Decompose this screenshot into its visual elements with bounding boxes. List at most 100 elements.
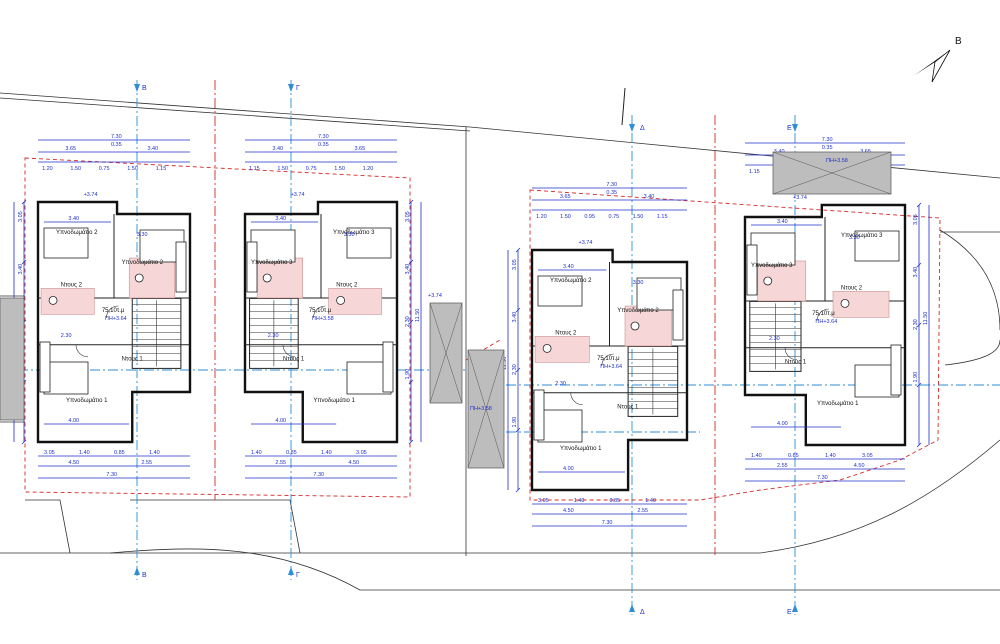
room-label: Ντους 2 (336, 282, 358, 288)
dim-label: 2.55 (777, 463, 788, 469)
dim-label: 4.00 (563, 466, 574, 472)
wardrobe-icon (533, 389, 545, 441)
dim-tick (408, 379, 414, 385)
dim-label: 3.40 (563, 264, 574, 270)
room-label: Υπνοδωμάτιο 2 (122, 259, 164, 266)
dim-tick (916, 262, 922, 268)
dim-label: 7.30 (817, 475, 828, 481)
dim-label: 1.40 (751, 453, 762, 459)
dim-label: 7.30 (606, 182, 617, 188)
level-label: ΠΗ+3.64 (815, 319, 837, 325)
wardrobe-icon (746, 244, 758, 296)
outer-wall (530, 248, 689, 492)
dim-label: 1.90 (512, 417, 518, 428)
toilet-icon (542, 343, 552, 353)
dim-tick (515, 367, 521, 373)
dim-label: 3.30 (137, 232, 148, 238)
dim-label: 1.20 (363, 166, 374, 172)
toilet-icon (840, 298, 850, 308)
dim-label: 2.30 (61, 333, 72, 339)
dim-tick (21, 439, 27, 445)
dim-label: 0.35 (822, 145, 833, 151)
level-label: +3.74 (84, 192, 98, 198)
dim-label: 3.40 (275, 216, 286, 222)
axis-label-e-top: E (787, 125, 792, 132)
dim-label: 2.30 (555, 381, 566, 387)
dim-label: 3.05 (405, 211, 411, 222)
room-label: Υπνοδωμάτιο 2 (56, 229, 98, 236)
dim-label: 2.30 (268, 333, 279, 339)
dim-tick (515, 307, 521, 313)
wardrobe-icon (382, 341, 394, 393)
wardrobe-icon (39, 341, 51, 393)
level-label: ΠΗ+3.64 (600, 364, 622, 370)
room-label: Υπνοδωμάτιο 2 (550, 277, 592, 284)
dim-label: 1.20 (42, 166, 53, 172)
room-label: Ντους 2 (555, 330, 577, 336)
dim-label: 3.30 (633, 280, 644, 286)
dim-label: 2.55 (637, 508, 648, 514)
dim-label: 1.40 (574, 498, 585, 504)
dim-label: 1.50 (70, 166, 81, 172)
wardrobe-icon (246, 241, 258, 293)
dim-label: 7.30 (318, 134, 329, 140)
dim-label: 3.05 (862, 453, 873, 459)
dim-label: 1.15 (657, 214, 668, 220)
dim-label: 7.30 (822, 137, 833, 143)
dim-label: 1.40 (149, 450, 160, 456)
door-swing (601, 353, 614, 367)
dim-label: 1.90 (405, 369, 411, 380)
bed-icon (537, 275, 583, 307)
dim-label: 7.30 (106, 472, 117, 478)
terrace-top-level: ΠΗ+3.58 (826, 158, 848, 164)
dim-label: 0.85 (286, 450, 297, 456)
north-label: B (955, 36, 962, 47)
dim-label: 11.50 (415, 309, 421, 322)
door-swing (313, 305, 326, 319)
door-swing (784, 347, 798, 361)
wardrobe-icon (890, 344, 902, 396)
dim-label: 0.85 (114, 450, 125, 456)
dim-label: 1.15 (249, 166, 260, 172)
axis-label-e-bottom: E (787, 609, 792, 616)
dim-tick (515, 247, 521, 253)
dim-label: 0.85 (788, 453, 799, 459)
bed-icon (250, 229, 296, 263)
door-swing (75, 344, 89, 358)
dim-label: 3.40 (18, 264, 24, 275)
room-label: Υπνοδωμάτιο 3 (841, 232, 883, 239)
dim-tick (916, 322, 922, 328)
toilet-icon (763, 276, 773, 286)
bed-icon (854, 230, 900, 262)
dim-tick (408, 259, 414, 265)
axis-label-b-top: B (142, 85, 147, 92)
dim-label: 1.40 (79, 450, 90, 456)
dim-label: 3.40 (777, 219, 788, 225)
dim-tick (21, 259, 27, 265)
dim-label: 3.40 (913, 267, 919, 278)
dim-label: 3.40 (405, 264, 411, 275)
dim-label: 4.50 (563, 508, 574, 514)
dim-label: 3.05 (512, 259, 518, 270)
floor-area-label: 75,10τ.μ (309, 308, 332, 314)
level-label: +3.74 (793, 195, 807, 201)
room-label: Ντους 2 (841, 285, 863, 291)
axis-label-g-top: Γ (296, 85, 300, 92)
grid-axes: B Γ Δ E B Γ Δ E (0, 80, 1000, 616)
bed-icon (537, 409, 583, 443)
room-label: Ντους 1 (785, 359, 807, 365)
dim-label: 0.35 (318, 142, 329, 148)
dim-tick (515, 427, 521, 433)
dim-tick (408, 199, 414, 205)
level-label: ΠΗ+3.64 (105, 316, 127, 322)
site-lines (0, 87, 1000, 591)
dim-label: 3.05 (356, 450, 367, 456)
dim-label: 1.40 (645, 498, 656, 504)
